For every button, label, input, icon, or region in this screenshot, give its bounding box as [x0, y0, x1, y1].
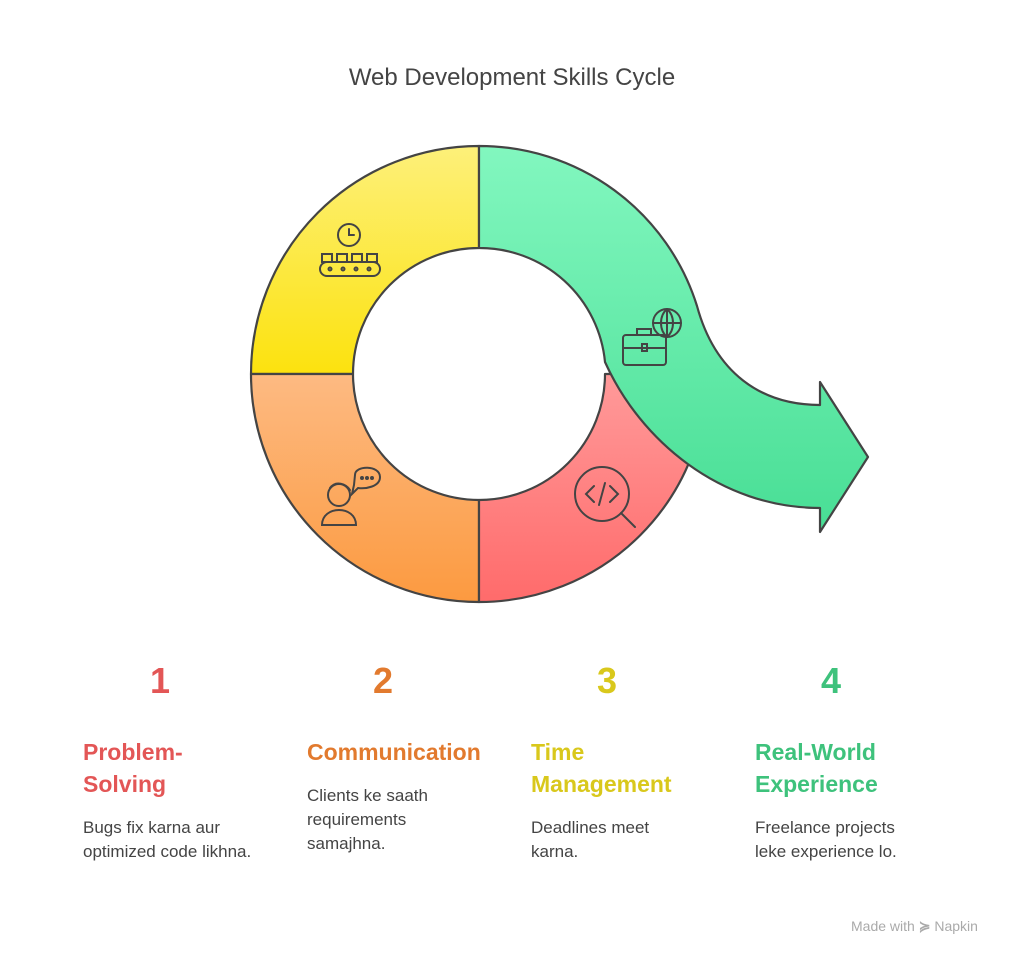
made-with-label: Made with	[851, 918, 915, 934]
step-problem-solving: 1 Problem-Solving Bugs fix karna aur opt…	[83, 660, 293, 864]
step-real-world-experience: 4 Real-World Experience Freelance projec…	[755, 660, 965, 864]
step-description: Bugs fix karna aur optimized code likhna…	[83, 818, 252, 861]
briefcase-globe-icon	[622, 308, 682, 366]
napkin-logo-icon: ≽	[918, 918, 931, 934]
cycle-graphic	[249, 144, 870, 604]
arrow-real-world-experience	[477, 144, 870, 534]
step-description: Clients ke saath requirements samajhna.	[307, 786, 428, 853]
step-communication: 2 Communication Clients ke saath require…	[307, 660, 517, 856]
step-number: 1	[150, 660, 171, 701]
step-number: 3	[597, 660, 618, 701]
napkin-brand: Napkin	[934, 918, 978, 934]
step-title: Real-World Experience	[755, 739, 878, 797]
diagram-title: Web Development Skills Cycle	[348, 64, 676, 91]
step-number: 2	[373, 660, 394, 701]
step-time-management: 3 Time Management Deadlines meet karna.	[531, 660, 741, 864]
step-description: Freelance projects leke experience lo.	[755, 818, 897, 861]
chat-person-icon	[320, 466, 382, 526]
segment-time-management	[249, 144, 481, 376]
napkin-watermark: Made with ≽ Napkin	[851, 918, 978, 935]
step-title: Time Management	[531, 739, 672, 797]
step-description: Deadlines meet karna.	[531, 818, 650, 861]
code-search-icon	[574, 466, 636, 528]
clock-conveyor-icon	[319, 223, 381, 277]
step-title: Communication	[307, 739, 481, 765]
step-title: Problem-Solving	[83, 739, 183, 797]
step-number: 4	[821, 660, 842, 701]
